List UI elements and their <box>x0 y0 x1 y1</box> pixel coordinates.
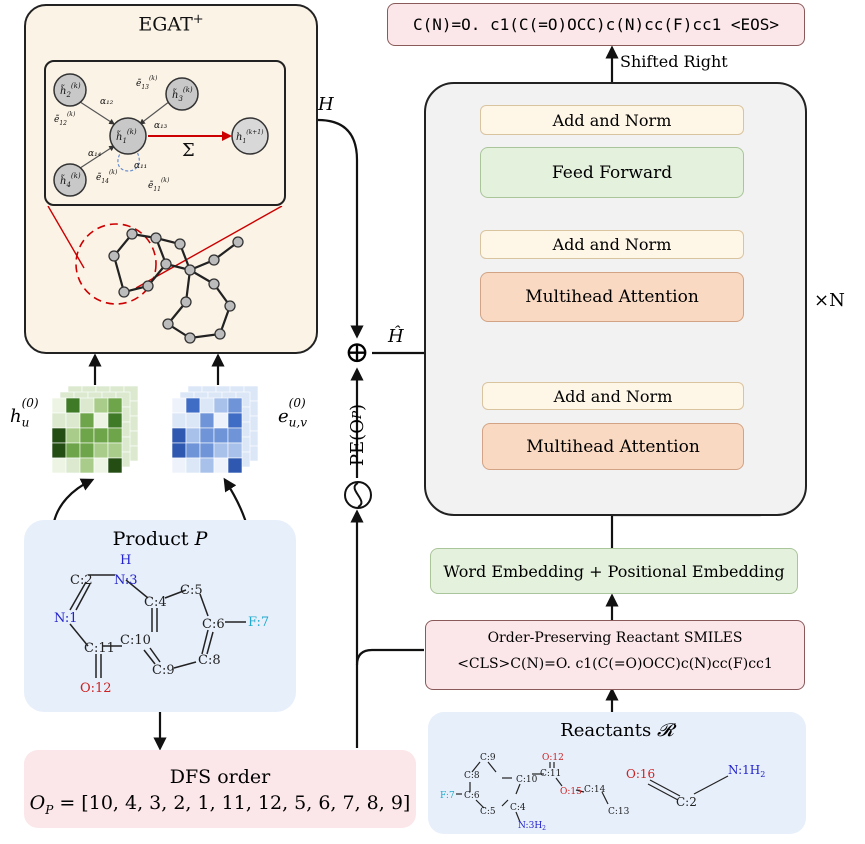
node-h4 <box>53 163 87 197</box>
edge-feature-label: eu,v(0) <box>278 396 307 430</box>
node-h1 <box>109 117 147 155</box>
svg-text:C:11: C:11 <box>84 641 115 656</box>
times-n-label: ×N <box>814 290 845 311</box>
dfs-formula: OP = [10, 4, 3, 2, 1, 11, 12, 5, 6, 7, 8… <box>29 792 411 817</box>
svg-text:F:7: F:7 <box>440 791 455 801</box>
svg-text:H: H <box>120 553 131 568</box>
sinusoid-icon <box>344 481 372 509</box>
svg-text:h̃4(k): h̃4(k) <box>60 172 81 189</box>
svg-text:ẽ11(k): ẽ11(k) <box>148 177 170 193</box>
reactants-panel <box>428 712 806 834</box>
add-norm-bottom: Add and Norm <box>482 382 744 410</box>
arrow-h-to-oplus <box>317 118 364 339</box>
h-hat-label: Ĥ <box>388 326 404 347</box>
svg-text:N:1H2: N:1H2 <box>728 763 765 779</box>
svg-text:C:10: C:10 <box>516 775 538 785</box>
svg-text:α₁₁: α₁₁ <box>134 161 147 171</box>
svg-text:α₁₂: α₁₂ <box>100 97 114 107</box>
svg-text:α₁₃: α₁₃ <box>154 121 168 131</box>
svg-text:h̃3(k): h̃3(k) <box>172 86 193 103</box>
svg-text:C:9: C:9 <box>480 753 496 763</box>
svg-text:C:2: C:2 <box>676 795 697 809</box>
svg-text:ẽ13(k): ẽ13(k) <box>136 75 158 91</box>
svg-text:ẽ12(k): ẽ12(k) <box>54 111 76 127</box>
svg-text:C:4: C:4 <box>144 595 167 610</box>
mha-self-box: Multihead Attention <box>482 423 744 470</box>
oplus-symbol: ⊕ <box>344 335 370 370</box>
node-feature-label: hu(0) <box>10 396 39 430</box>
product-panel <box>24 520 296 712</box>
svg-text:F:7: F:7 <box>248 615 269 630</box>
egat-title: EGAT+ <box>138 12 204 36</box>
dfs-title: DFS order <box>169 766 271 788</box>
svg-text:O:15: O:15 <box>560 787 582 797</box>
svg-text:C:10: C:10 <box>120 633 151 648</box>
order-preserving-box <box>425 620 805 690</box>
svg-text:C:9: C:9 <box>152 663 175 678</box>
sum-symbol: Σ <box>182 140 195 161</box>
add-norm-top: Add and Norm <box>480 105 744 135</box>
svg-text:C:14: C:14 <box>584 785 606 795</box>
svg-text:O:12: O:12 <box>80 681 112 696</box>
svg-text:α₁₄: α₁₄ <box>88 149 102 159</box>
svg-text:C:8: C:8 <box>198 653 221 668</box>
reactants-title: Reactants 𝓡 <box>560 720 674 741</box>
feed-forward-box: Feed Forward <box>480 147 744 198</box>
edge-feature-matrix <box>172 386 259 474</box>
dfs-order-box <box>24 750 416 828</box>
output-smiles-box: C(N)=O. c1(C(=O)OCC)c(N)cc(F)cc1 <EOS> <box>387 3 805 46</box>
node-h3 <box>165 77 199 111</box>
svg-text:O:12: O:12 <box>542 753 564 763</box>
svg-text:C:8: C:8 <box>464 771 480 781</box>
embedding-box: Word Embedding + Positional Embedding <box>430 548 798 594</box>
mha-cross-box: Multihead Attention <box>480 272 744 322</box>
svg-text:N:3H2: N:3H2 <box>518 821 546 832</box>
svg-text:N:3: N:3 <box>114 573 138 588</box>
product-title: Product P <box>112 528 208 550</box>
svg-text:C:5: C:5 <box>180 583 203 598</box>
svg-text:C:11: C:11 <box>540 769 561 779</box>
svg-text:h̃1(k): h̃1(k) <box>116 128 137 145</box>
egat-inset-graph: h̃2(k) h̃3(k) h̃1(k) h̃4(k) h1(k+1) α₁₂ … <box>53 73 269 197</box>
egat-molecule-graph <box>47 206 283 344</box>
add-norm-middle: Add and Norm <box>480 230 744 259</box>
svg-text:N:1: N:1 <box>54 611 78 626</box>
svg-text:C:13: C:13 <box>608 807 630 817</box>
svg-text:h1(k+1): h1(k+1) <box>236 129 264 145</box>
order-preserving-smiles: <CLS>C(N)=O. c1(C(=O)OCC)c(N)cc(F)cc1 <box>457 656 773 672</box>
reactants-molecules: C:9 C:8 C:10 C:11 O:12 F:7 C:6 C:5 C:4 O… <box>440 753 765 832</box>
svg-text:C:6: C:6 <box>464 791 480 801</box>
svg-text:ẽ14(k): ẽ14(k) <box>96 169 118 185</box>
svg-text:O:16: O:16 <box>626 767 655 781</box>
shifted-right-label: Shifted Right <box>620 52 728 71</box>
node-h2 <box>53 73 87 107</box>
svg-text:h̃2(k): h̃2(k) <box>60 82 81 99</box>
svg-text:C:5: C:5 <box>480 807 496 817</box>
svg-text:C:4: C:4 <box>510 803 526 813</box>
h-label: H <box>318 94 334 115</box>
svg-text:C:2: C:2 <box>70 573 93 588</box>
node-h1-next <box>231 117 269 155</box>
node-feature-matrix <box>52 386 138 474</box>
product-molecule: C:2 N:3 H N:1 C:4 C:5 C:6 F:7 C:10 C:11 … <box>54 553 269 696</box>
svg-text:C:6: C:6 <box>202 617 225 632</box>
arrow-to-order-preserving <box>355 648 424 666</box>
order-preserving-title: Order-Preserving Reactant SMILES <box>487 630 743 646</box>
